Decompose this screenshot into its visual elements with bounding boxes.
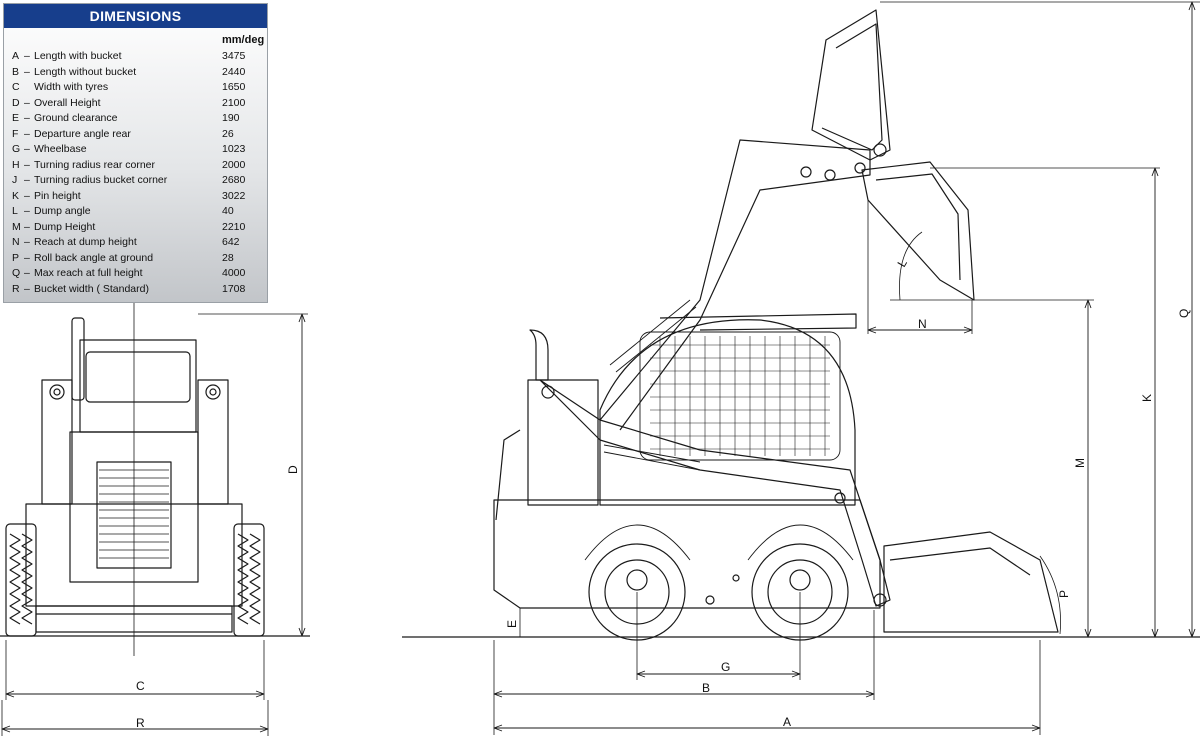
spec-row: L–Dump angle 40 <box>4 205 267 221</box>
spec-row: B–Length without bucket 2440 <box>4 66 267 82</box>
spec-value: 2000 <box>222 158 246 171</box>
spec-value: 1023 <box>222 143 246 155</box>
spec-value: 2440 <box>222 65 246 78</box>
spec-code: D <box>12 96 20 109</box>
spec-row: M–Dump Height 2210 <box>4 221 267 237</box>
spec-code: F <box>12 127 19 140</box>
spec-code: M <box>12 220 21 233</box>
dim-label-p: P <box>1057 590 1071 598</box>
spec-code: R <box>12 282 20 295</box>
side-view <box>402 1 1200 735</box>
spec-row: F–Departure angle rear 26 <box>4 128 267 144</box>
spec-code: G <box>12 143 21 155</box>
dim-label-n: N <box>918 317 927 331</box>
spec-dash: – <box>24 96 30 109</box>
spec-value: 2100 <box>222 96 246 109</box>
dim-label-k: K <box>1140 394 1154 402</box>
spec-value: 3475 <box>222 50 246 62</box>
spec-label: Length with bucket <box>34 50 122 62</box>
spec-dash: – <box>24 112 30 124</box>
spec-label: Dump Height <box>34 220 96 233</box>
front-view <box>0 300 310 736</box>
dim-label-r: R <box>136 716 145 730</box>
dim-label-q: Q <box>1177 309 1191 318</box>
dim-label-d: D <box>286 465 300 474</box>
spec-code: L <box>12 205 18 217</box>
spec-label: Wheelbase <box>34 143 87 155</box>
spec-code: E <box>12 112 20 124</box>
spec-label: Turning radius bucket corner <box>34 174 168 186</box>
spec-label: Width with tyres <box>34 81 109 93</box>
dim-label-m: M <box>1073 458 1087 468</box>
spec-row: D–Overall Height 2100 <box>4 97 267 113</box>
spec-label: Reach at dump height <box>34 236 137 248</box>
spec-dash: – <box>24 189 30 202</box>
spec-label: Length without bucket <box>34 65 137 78</box>
spec-row: E–Ground clearance 190 <box>4 112 267 128</box>
spec-code: B <box>12 65 20 78</box>
spec-code: C <box>12 81 20 93</box>
spec-dash: – <box>24 143 30 155</box>
spec-value: 190 <box>222 112 240 124</box>
spec-dash: – <box>24 205 30 217</box>
spec-dash: – <box>24 282 30 295</box>
dim-label-e: E <box>505 620 519 628</box>
spec-row: K–Pin height 3022 <box>4 190 267 206</box>
dim-label-l: L <box>894 256 910 269</box>
spec-code: N <box>12 236 20 248</box>
spec-label: Turning radius rear corner <box>34 158 155 171</box>
dim-label-g: G <box>721 660 730 674</box>
spec-row: J–Turning radius bucket corner 2680 <box>4 174 267 190</box>
spec-code: P <box>12 251 20 264</box>
spec-value: 3022 <box>222 189 246 202</box>
spec-value: 2680 <box>222 174 246 186</box>
spec-label: Max reach at full height <box>34 267 143 279</box>
dimensions-title: DIMENSIONS <box>4 4 267 28</box>
spec-value: 2210 <box>222 220 246 233</box>
spec-dash: – <box>24 127 30 140</box>
spec-label: Dump angle <box>34 205 91 217</box>
spec-code: Q <box>12 267 21 279</box>
spec-value: 642 <box>222 236 240 248</box>
spec-code: K <box>12 189 20 202</box>
spec-row: P–Roll back angle at ground 28 <box>4 252 267 268</box>
spec-row: A–Length with bucket 3475 <box>4 50 267 66</box>
spec-value: 28 <box>222 251 234 264</box>
spec-value: 1708 <box>222 282 246 295</box>
spec-row: H–Turning radius rear corner 2000 <box>4 159 267 175</box>
spec-row: R–Bucket width ( Standard) 1708 <box>4 283 267 299</box>
spec-label: Overall Height <box>34 96 101 109</box>
spec-row: Q–Max reach at full height 4000 <box>4 267 267 283</box>
dim-label-c: C <box>136 679 145 693</box>
dim-label-b: B <box>702 681 710 695</box>
spec-value: 26 <box>222 127 234 140</box>
spec-label: Ground clearance <box>34 112 118 124</box>
spec-value: 1650 <box>222 81 246 93</box>
spec-dash: – <box>24 65 30 78</box>
spec-value: 40 <box>222 205 234 217</box>
spec-dash: – <box>24 174 30 186</box>
spec-dash: – <box>24 251 30 264</box>
spec-code: J <box>12 174 18 186</box>
spec-label: Departure angle rear <box>34 127 131 140</box>
spec-row: G–Wheelbase 1023 <box>4 143 267 159</box>
spec-dash: – <box>24 50 30 62</box>
spec-label: Roll back angle at ground <box>34 251 154 264</box>
spec-dash: – <box>24 236 30 248</box>
spec-code: H <box>12 158 20 171</box>
spec-label: Pin height <box>34 189 81 202</box>
spec-row: C Width with tyres 1650 <box>4 81 267 97</box>
spec-row: N–Reach at dump height 642 <box>4 236 267 252</box>
unit-label: mm/deg <box>222 34 265 46</box>
spec-dash: – <box>24 158 30 171</box>
spec-value: 4000 <box>222 267 246 279</box>
spec-dash: – <box>24 267 30 279</box>
spec-code: A <box>12 50 20 62</box>
spec-label: Bucket width ( Standard) <box>34 282 149 295</box>
dim-label-a: A <box>783 715 791 729</box>
spec-dash: – <box>24 220 30 233</box>
